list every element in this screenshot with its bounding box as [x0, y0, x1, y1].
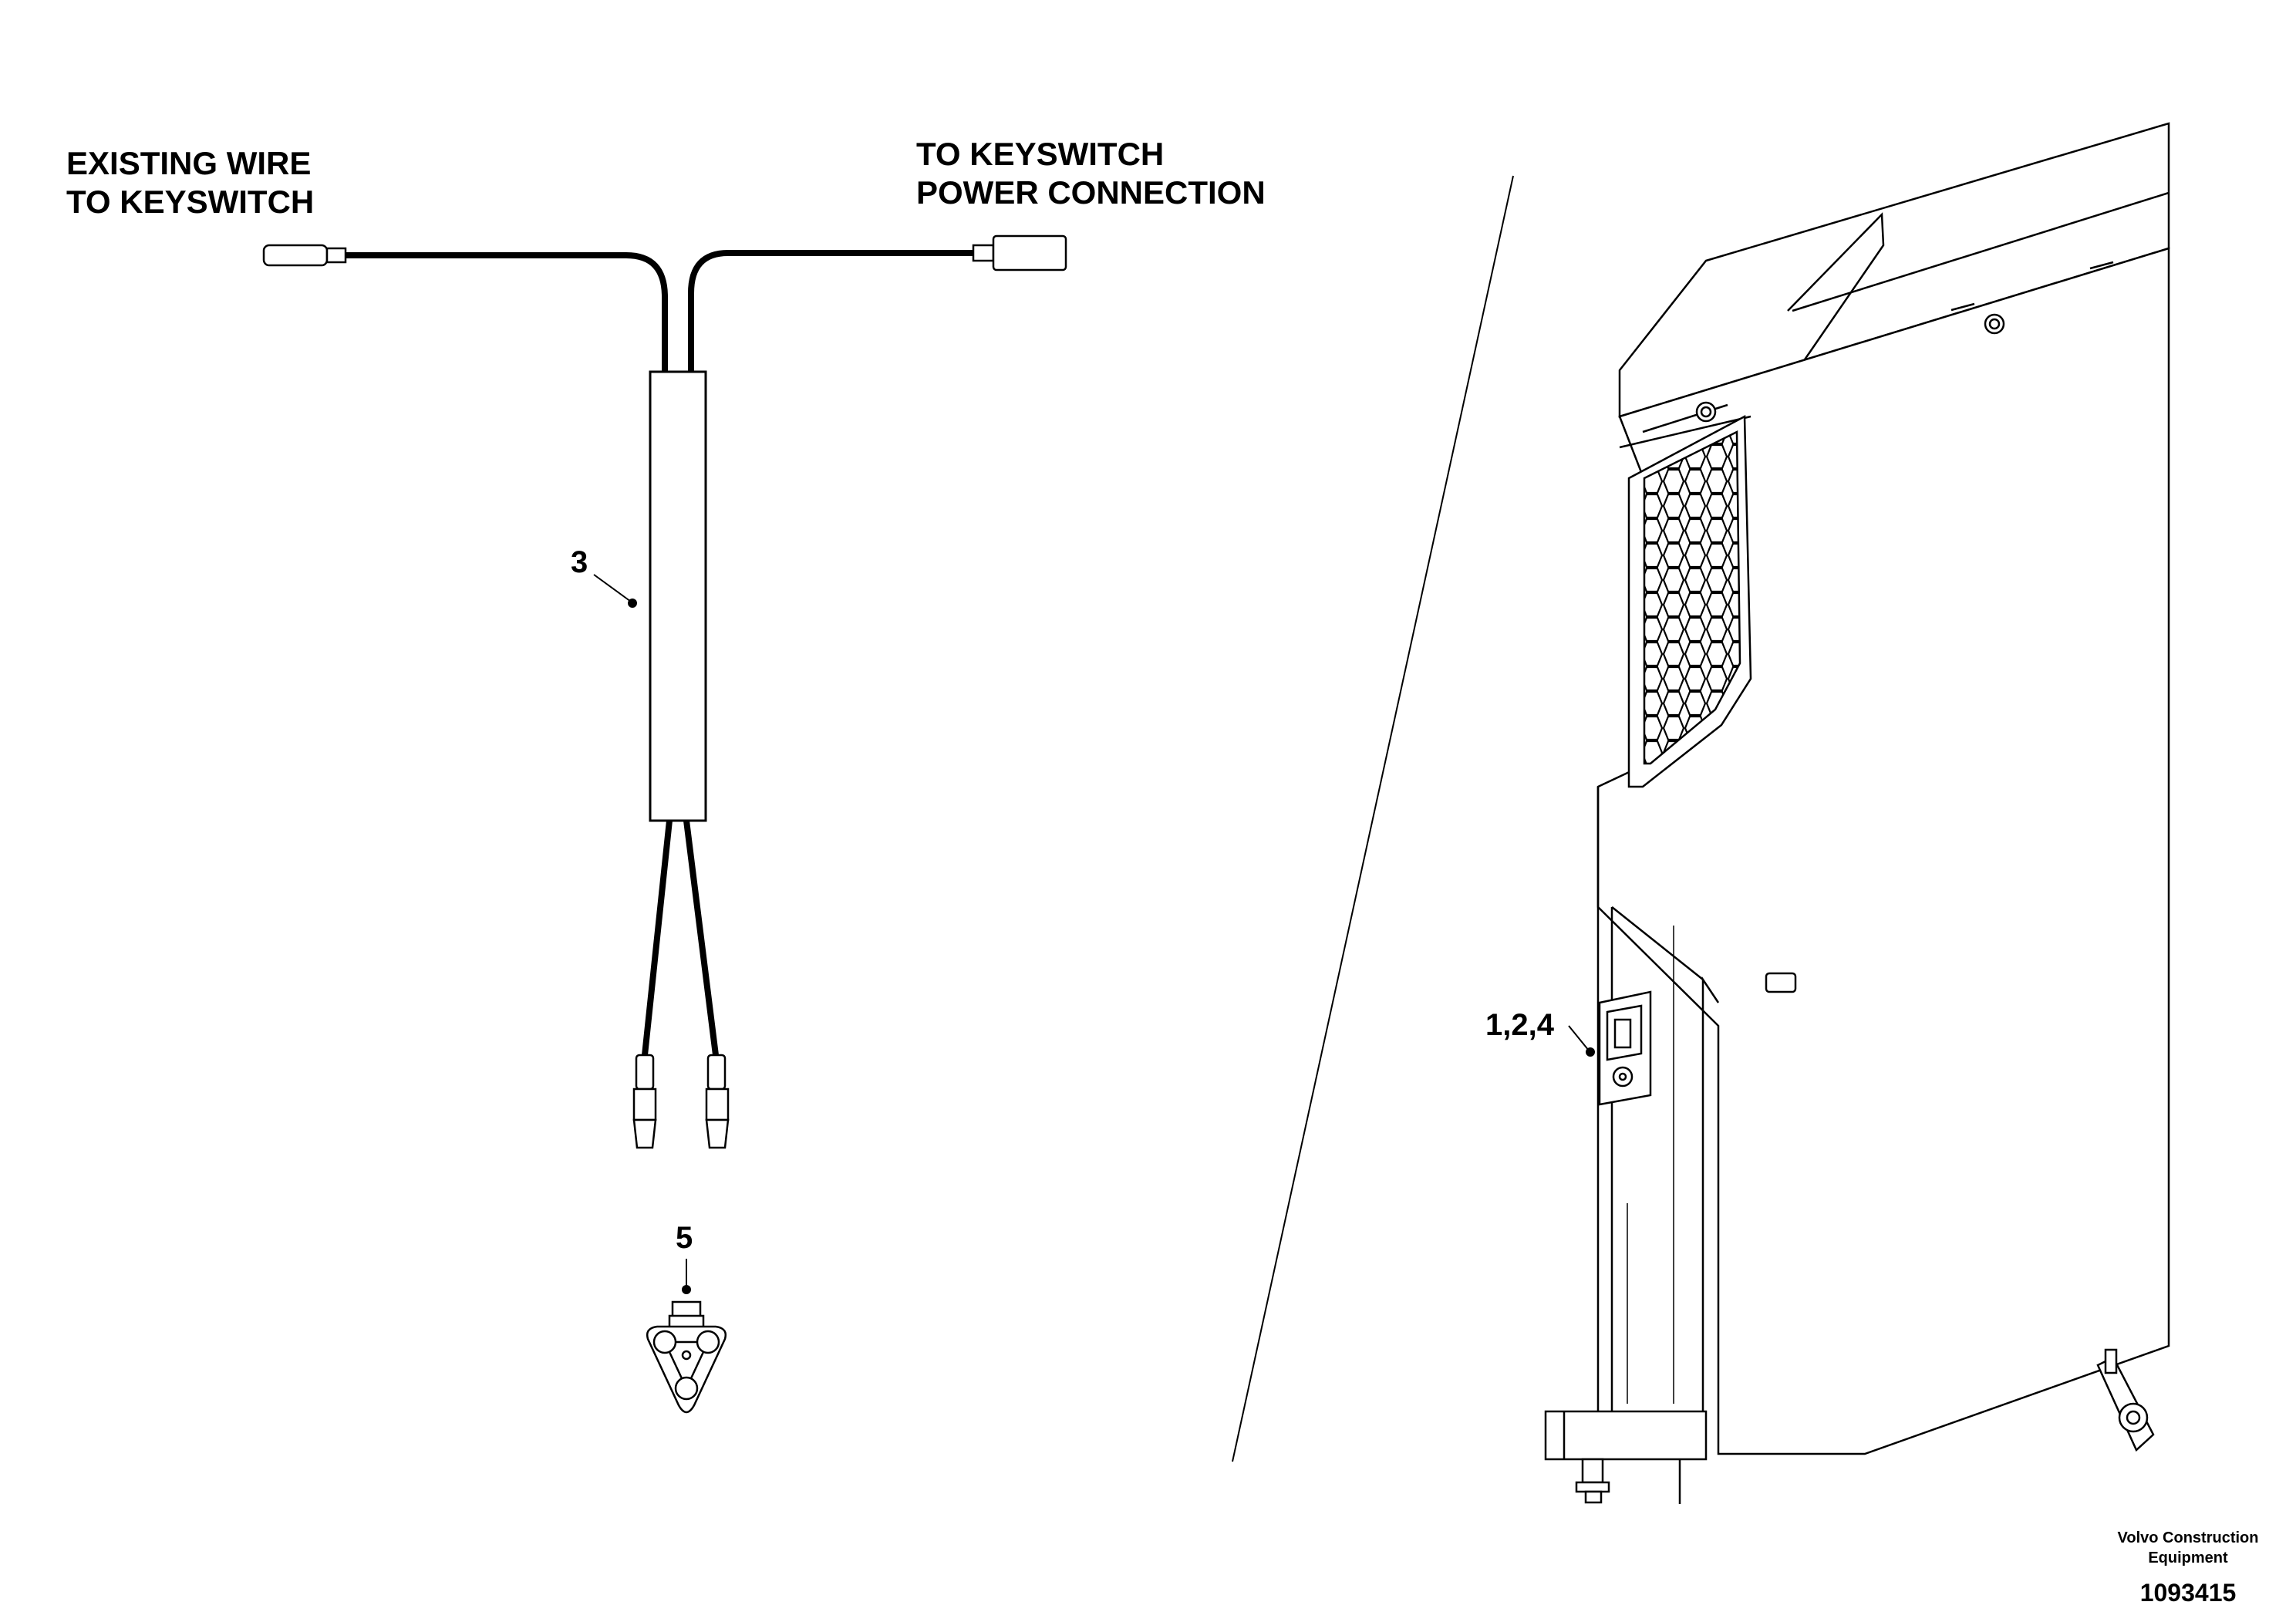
- female-connector-left: [262, 244, 347, 267]
- wire-left-top: [346, 252, 668, 372]
- wire-right-bottom: [683, 820, 719, 1056]
- wire-right-top: [688, 250, 978, 372]
- existing-wire-label-line2: TO KEYSWITCH: [66, 184, 314, 220]
- mounting-bracket: [2096, 1348, 2155, 1452]
- spade-terminal-right: [705, 1054, 730, 1149]
- to-keyswitch-label: TO KEYSWITCH: [916, 136, 1164, 172]
- triangular-connector: [646, 1300, 727, 1414]
- wire-left-bottom: [642, 820, 673, 1056]
- view-divider-line: [1232, 175, 1514, 1462]
- callout-item-1-2-4: 1,2,4: [1485, 1008, 1555, 1042]
- base-bolt: [1575, 1458, 1610, 1504]
- heat-shrink-sleeve: [649, 370, 707, 822]
- callout-leaders: [593, 574, 1590, 1286]
- power-socket: [1598, 990, 1652, 1106]
- callout-item-3: 3: [571, 545, 588, 579]
- side-indicator-box: [1765, 972, 1797, 993]
- vent-grille: [1643, 430, 1741, 765]
- callout-item-5: 5: [676, 1221, 693, 1255]
- lid-screw-1: [1695, 401, 1717, 423]
- drawing-number: 1093415: [2140, 1579, 2237, 1607]
- company-name-line2: Equipment: [2148, 1549, 2228, 1566]
- spade-terminal-left: [632, 1054, 657, 1149]
- ring-terminal-right: [972, 234, 1067, 271]
- existing-wire-label: EXISTING WIRE: [66, 145, 311, 181]
- company-name: Volvo Construction: [2118, 1529, 2259, 1546]
- wire-harness: [262, 234, 1067, 1149]
- callout-dots: [628, 599, 1595, 1294]
- console-panel: [1544, 122, 2170, 1504]
- power-connection-label: POWER CONNECTION: [916, 174, 1266, 211]
- lid-screw-2: [1984, 313, 2005, 335]
